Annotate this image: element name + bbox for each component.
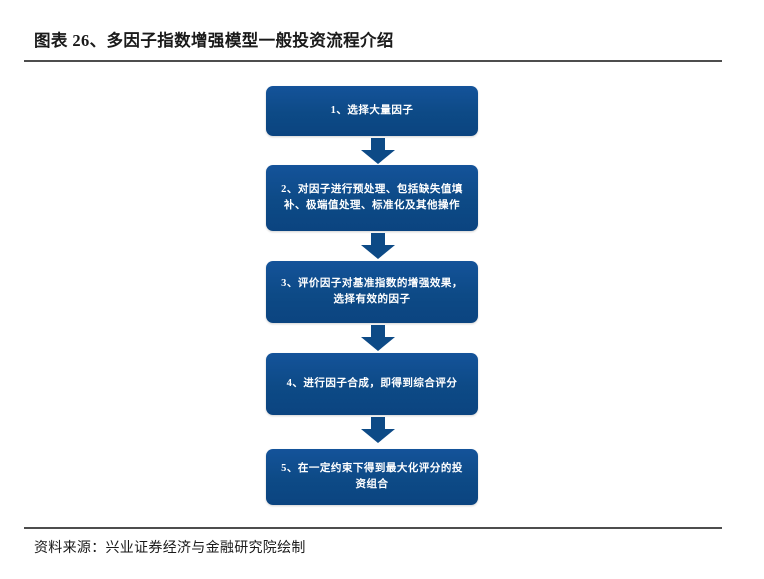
flow-step-3: 3、评价因子对基准指数的增强效果，选择有效的因子: [266, 261, 478, 323]
arrow-down-icon-3: [358, 325, 398, 351]
flow-step-1: 1、选择大量因子: [266, 86, 478, 136]
arrow-down-icon-2: [358, 233, 398, 259]
flow-step-1-label: 1、选择大量因子: [330, 105, 414, 116]
flow-step-5: 5、在一定约束下得到最大化评分的投资组合: [266, 449, 478, 505]
flow-step-4: 4、进行因子合成，即得到综合评分: [266, 353, 478, 415]
flow-step-4-label: 4、进行因子合成，即得到综合评分: [286, 378, 458, 389]
flow-step-3-label: 3、评价因子对基准指数的增强效果，选择有效的因子: [281, 278, 463, 305]
flow-step-5-label: 5、在一定约束下得到最大化评分的投资组合: [281, 463, 463, 490]
source-note: 资料来源：兴业证券经济与金融研究院绘制: [34, 541, 306, 556]
flowchart: 1、选择大量因子 2、对因子进行预处理、包括缺失值填补、极端值处理、标准化及其他…: [0, 75, 764, 520]
arrow-down-icon-1: [358, 138, 398, 164]
flow-step-2: 2、对因子进行预处理、包括缺失值填补、极端值处理、标准化及其他操作: [266, 165, 478, 231]
footer-divider: [24, 527, 722, 529]
arrow-down-icon-4: [358, 417, 398, 443]
title-divider: [24, 60, 722, 62]
flow-step-2-label: 2、对因子进行预处理、包括缺失值填补、极端值处理、标准化及其他操作: [281, 184, 463, 211]
figure-title: 图表 26、多因子指数增强模型一般投资流程介绍: [34, 31, 394, 50]
